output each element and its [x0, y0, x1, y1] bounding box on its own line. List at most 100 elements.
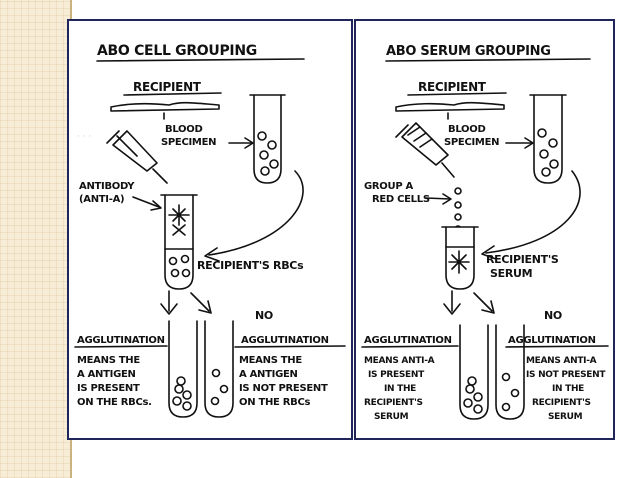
free-cell — [510, 388, 520, 398]
means-left-line-5: SERUM — [374, 412, 409, 422]
rbc-cell — [257, 131, 267, 141]
clumped-cell — [182, 390, 192, 400]
result-arrow-right — [190, 292, 210, 312]
serum-transfer-arrow — [485, 170, 581, 254]
abo-serum-grouping-panel: ABO SERUM GROUPING RECIPIENT BLOOD SPECI… — [354, 19, 615, 440]
clumped-cell — [467, 376, 477, 386]
specimen-label: SPECIMEN — [161, 137, 216, 148]
rbc-cell — [549, 159, 559, 169]
recipient-underline — [123, 92, 222, 96]
agglutination-underline-left — [74, 345, 168, 348]
means-left-line-2: A ANTIGEN — [77, 369, 136, 380]
clumped-cell — [473, 404, 483, 414]
specimen-label: SPECIMEN — [444, 137, 499, 148]
specimen-tube — [253, 94, 282, 184]
rbc-cell — [168, 256, 178, 266]
test-tube-middle — [445, 226, 475, 290]
antibody-label: ANTIBODY — [79, 181, 135, 192]
means-right-line-2: IS NOT PRESENT — [526, 370, 606, 380]
means-left-line-3: IS PRESENT — [77, 383, 140, 394]
red-cells-label: RED CELLS — [372, 194, 430, 205]
antibody-arrow — [132, 196, 160, 208]
rbc-cell — [170, 268, 180, 278]
result-tube-no-agglutination — [204, 320, 234, 418]
panel-title: ABO SERUM GROUPING — [386, 44, 551, 59]
result-arrowhead-left — [160, 303, 178, 315]
clumped-cell — [172, 396, 182, 406]
rbc-cell — [541, 167, 551, 177]
dropper-bulb — [116, 135, 138, 157]
title-underline — [385, 58, 591, 62]
agglutination-label-left: AGGLUTINATION — [364, 335, 452, 346]
means-right-line-3: IS NOT PRESENT — [239, 383, 328, 394]
red-cells-arrowhead — [442, 193, 452, 205]
blood-label: BLOOD — [165, 124, 202, 135]
dropped-cell — [454, 201, 462, 209]
specimen-arrowhead — [244, 137, 254, 149]
rbc-cell — [267, 140, 277, 150]
means-right-line-3: IN THE — [552, 384, 584, 394]
recipient-serum-label-1: RECIPIENT'S — [486, 253, 559, 266]
dropper-body — [112, 130, 158, 172]
cell-grouping-diagram: · · · ABO CELL GROUPING RECIPIENT BLOOD … — [74, 43, 346, 418]
free-cell — [211, 368, 221, 378]
recipient-serum-label-2: SERUM — [490, 267, 532, 280]
dropper-tip — [152, 168, 168, 184]
test-tube-middle — [164, 194, 194, 290]
agglutination-underline-right — [505, 345, 609, 348]
agglutination-label-right: AGGLUTINATION — [508, 335, 596, 346]
ghost-text: · · · — [77, 132, 91, 142]
recipient-figure — [395, 101, 505, 112]
dropper-body — [401, 122, 449, 166]
rbc-cell — [548, 138, 558, 148]
result-arrowhead-left — [443, 303, 461, 315]
means-left-line-3: IN THE — [384, 384, 416, 394]
means-right-line-1: MEANS THE — [239, 355, 302, 366]
free-cell — [219, 384, 229, 394]
free-cell — [501, 402, 511, 412]
recipient-underline — [407, 92, 507, 96]
agglutination-label-right: AGGLUTINATION — [241, 335, 329, 346]
rbc-cell — [537, 128, 547, 138]
specimen-tube — [533, 94, 563, 184]
means-left-line-2: IS PRESENT — [368, 370, 425, 380]
panel-title: ABO CELL GROUPING — [97, 43, 257, 59]
rbc-transfer-arrowhead — [204, 247, 220, 262]
antibody-arrowhead — [150, 200, 162, 211]
rbc-cell — [259, 150, 269, 160]
result-arrowhead-right — [198, 300, 212, 314]
recipient-label: RECIPIENT — [418, 80, 487, 94]
means-right-line-5: SERUM — [548, 412, 583, 422]
decorative-side-strip — [0, 0, 70, 478]
specimen-arrowhead — [524, 137, 534, 149]
dropper-hatching — [407, 126, 433, 148]
blood-label: BLOOD — [448, 124, 485, 135]
rbc-cell — [180, 254, 190, 264]
title-underline — [96, 58, 305, 62]
clumped-cell — [182, 401, 192, 411]
result-arrow-right — [473, 292, 493, 312]
result-arrowhead-right — [481, 300, 495, 314]
rbc-transfer-arrow — [208, 170, 304, 256]
anti-a-label: (ANTI-A) — [79, 194, 124, 205]
clumped-cell — [176, 376, 186, 386]
antibody-y-shapes — [448, 250, 470, 274]
no-label: NO — [255, 309, 273, 322]
means-right-line-2: A ANTIGEN — [239, 369, 298, 380]
means-right-line-1: MEANS ANTI-A — [526, 356, 597, 366]
means-left-line-4: RECIPIENT'S — [364, 398, 423, 408]
clumped-cell — [463, 398, 473, 408]
agglutination-underline-left — [361, 345, 459, 348]
means-right-line-4: ON THE RBCs — [239, 397, 311, 408]
recipient-label: RECIPIENT — [133, 80, 202, 94]
red-cells-arrow — [425, 197, 451, 200]
dropper-cap — [106, 130, 120, 144]
no-label: NO — [544, 309, 562, 322]
rbc-cell — [539, 149, 549, 159]
group-a-label: GROUP A — [364, 181, 414, 192]
antibody-y-shapes — [172, 224, 186, 236]
dropped-cell — [454, 213, 462, 221]
dropper-cap — [395, 124, 409, 138]
recipient-figure — [110, 101, 220, 112]
dropped-cell — [454, 187, 462, 195]
